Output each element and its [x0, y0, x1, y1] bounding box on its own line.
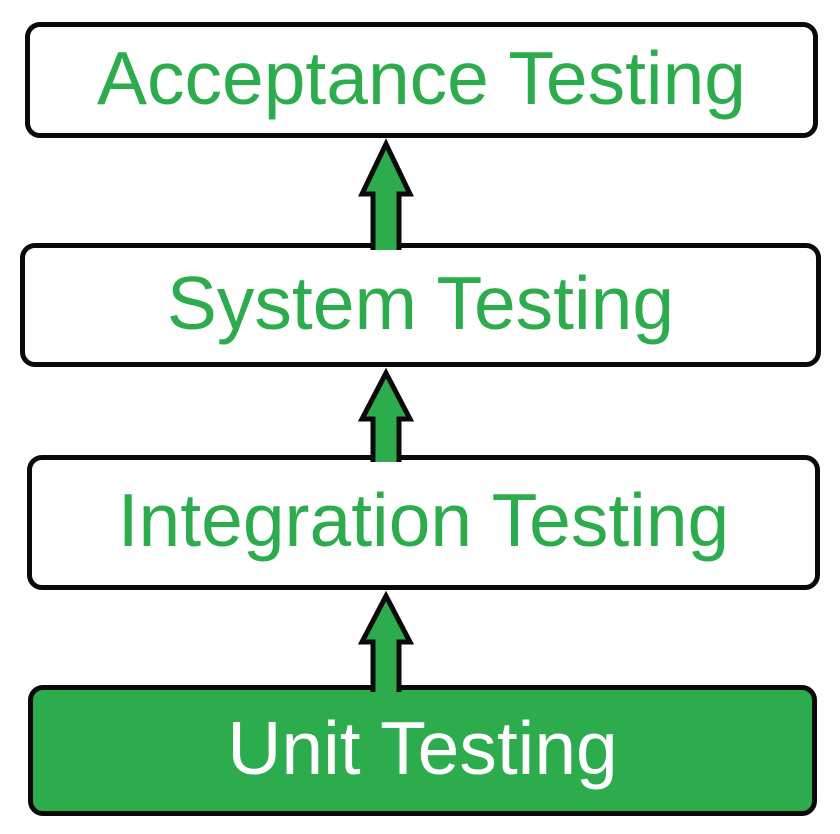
level-box-acceptance-testing: Acceptance Testing [25, 22, 818, 138]
level-label: System Testing [166, 260, 675, 345]
level-label: Integration Testing [117, 478, 730, 562]
level-box-integration-testing: Integration Testing [27, 455, 820, 590]
level-box-unit-testing: Unit Testing [28, 685, 817, 816]
level-label: Acceptance Testing [96, 35, 747, 120]
level-label: Unit Testing [227, 706, 618, 790]
up-arrow-icon [357, 367, 415, 462]
level-box-system-testing: System Testing [20, 243, 821, 367]
up-arrow-icon [357, 590, 415, 692]
up-arrow-icon [358, 138, 414, 250]
